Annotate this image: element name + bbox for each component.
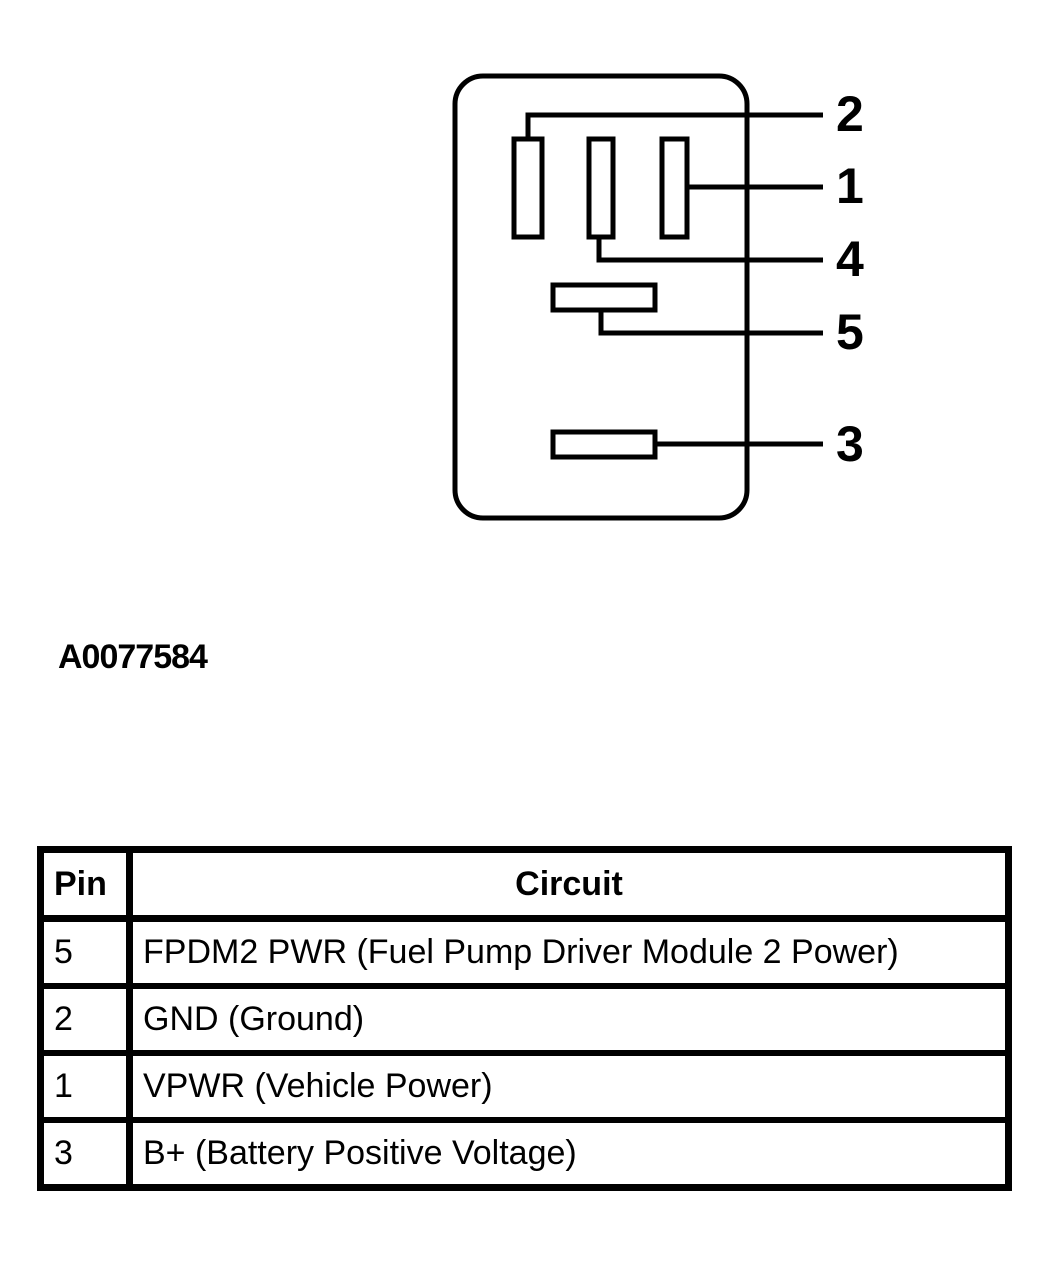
terminal-pin-4 bbox=[586, 136, 616, 240]
terminal-pin-1 bbox=[659, 136, 690, 240]
table-row: 3 B+ (Battery Positive Voltage) bbox=[42, 1121, 1007, 1186]
pin-circuit-table: Pin Circuit 5 FPDM2 PWR (Fuel Pump Drive… bbox=[37, 846, 1012, 1191]
circuit-cell: FPDM2 PWR (Fuel Pump Driver Module 2 Pow… bbox=[131, 920, 1007, 987]
leader-line-pin-4 bbox=[596, 237, 823, 263]
pin-cell: 5 bbox=[42, 920, 131, 987]
table-row: 2 GND (Ground) bbox=[42, 987, 1007, 1054]
circuit-cell: B+ (Battery Positive Voltage) bbox=[131, 1121, 1007, 1186]
table-row: 1 VPWR (Vehicle Power) bbox=[42, 1054, 1007, 1121]
circuit-cell: GND (Ground) bbox=[131, 987, 1007, 1054]
table-header-row: Pin Circuit bbox=[42, 851, 1007, 920]
terminal-pin-2 bbox=[511, 136, 545, 240]
pin-column-header: Pin bbox=[42, 851, 131, 920]
pin-label-2: 2 bbox=[836, 86, 864, 142]
pin-cell: 2 bbox=[42, 987, 131, 1054]
terminal-pin-3 bbox=[550, 429, 658, 460]
leader-line-pin-5 bbox=[598, 310, 823, 336]
pin-label-3: 3 bbox=[836, 416, 864, 472]
pin-label-1: 1 bbox=[836, 158, 864, 214]
pin-cell: 1 bbox=[42, 1054, 131, 1121]
figure-id: A0077584 bbox=[58, 638, 208, 676]
table-row: 5 FPDM2 PWR (Fuel Pump Driver Module 2 P… bbox=[42, 920, 1007, 987]
pin-label-4: 4 bbox=[836, 231, 864, 287]
terminal-pin-5 bbox=[550, 282, 658, 313]
circuit-cell: VPWR (Vehicle Power) bbox=[131, 1054, 1007, 1121]
leader-line-pin-2 bbox=[525, 112, 823, 139]
pin-cell: 3 bbox=[42, 1121, 131, 1186]
connector-housing bbox=[452, 73, 750, 521]
pin-label-5: 5 bbox=[836, 304, 864, 360]
connector-diagram: 2 1 4 5 3 bbox=[452, 73, 864, 521]
circuit-column-header: Circuit bbox=[131, 851, 1007, 920]
